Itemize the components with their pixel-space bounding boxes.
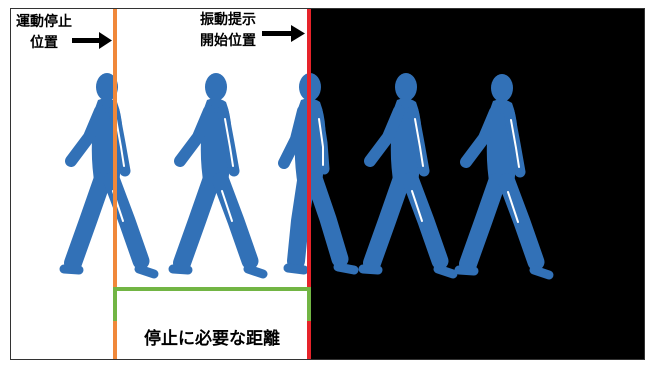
vibration-start-label-line2: 開始位置 (200, 33, 256, 49)
stop-position-label: 運動停止 位置 (14, 12, 74, 54)
stop-position-label-line1: 運動停止 (16, 14, 72, 30)
walking-person-icon-2 (173, 73, 263, 274)
walking-person-icon-1 (64, 73, 154, 274)
dark-region (309, 9, 644, 359)
figure-frame (10, 8, 645, 360)
vibration-start-label-line1: 振動提示 (200, 12, 256, 28)
vibration-start-label: 振動提示 開始位置 (196, 10, 260, 52)
stop-position-line-upper (113, 9, 117, 288)
distance-bracket-left (113, 287, 117, 321)
stop-position-label-line2: 位置 (30, 35, 58, 51)
arrow-right-icon (72, 32, 112, 49)
arrow-right-icon (262, 25, 305, 42)
distance-bracket-right (307, 287, 311, 321)
vibration-start-line-lower (307, 321, 311, 359)
stop-position-line-lower (113, 321, 117, 359)
distance-bracket-top (113, 287, 311, 291)
vibration-start-line-upper (307, 9, 311, 288)
stop-distance-label: 停止に必要な距離 (144, 329, 280, 349)
